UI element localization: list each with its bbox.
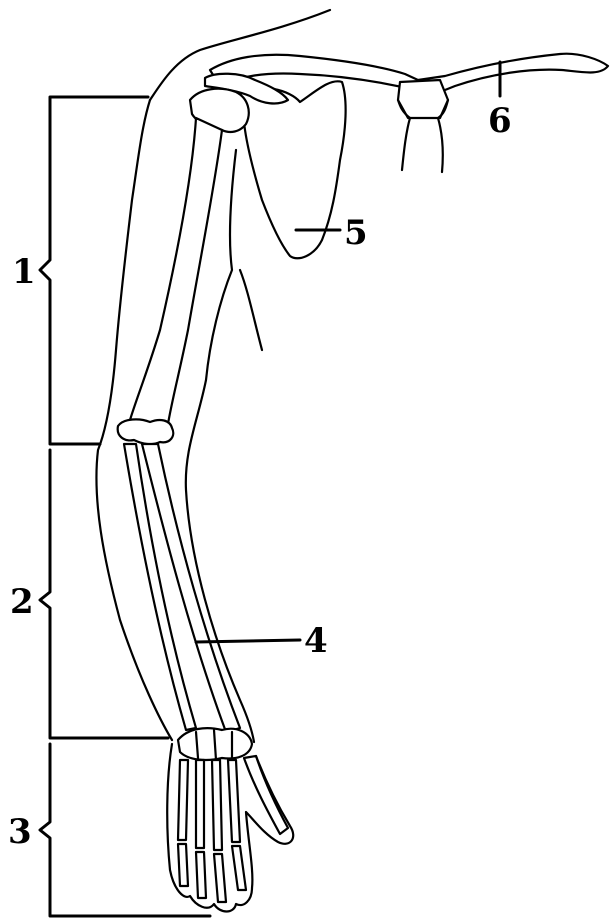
label-2: 2 [10, 582, 34, 622]
metacarpal-1 [178, 760, 188, 840]
humerus-shaft [130, 118, 222, 424]
phalanx-3 [214, 854, 226, 902]
phalanx-4 [232, 846, 246, 890]
phalanx-1 [178, 844, 188, 886]
label-5: 5 [344, 213, 368, 253]
metacarpal-3 [212, 760, 222, 850]
sternum-body-left [402, 118, 410, 170]
label-1: 1 [12, 252, 36, 292]
leader-lines [196, 62, 500, 642]
label-4: 4 [304, 621, 328, 661]
humerus-group [118, 89, 249, 444]
forearm-bones-group [124, 444, 240, 732]
leader-line-4 [196, 640, 300, 642]
scapula-bone [240, 81, 346, 258]
metacarpal-2 [196, 760, 204, 848]
armpit-fold [240, 270, 262, 350]
phalanx-2 [196, 852, 206, 898]
label-3: 3 [8, 812, 32, 852]
hand-group [167, 728, 293, 911]
humerus-distal-end [118, 419, 174, 444]
sternum-body-right [438, 118, 443, 172]
label-6: 6 [488, 101, 512, 141]
thumb-bone [244, 756, 288, 834]
bracket-upper-arm [40, 97, 148, 444]
sternum-manubrium [398, 80, 448, 118]
arm-outline [96, 100, 262, 742]
metacarpal-4 [228, 760, 240, 842]
